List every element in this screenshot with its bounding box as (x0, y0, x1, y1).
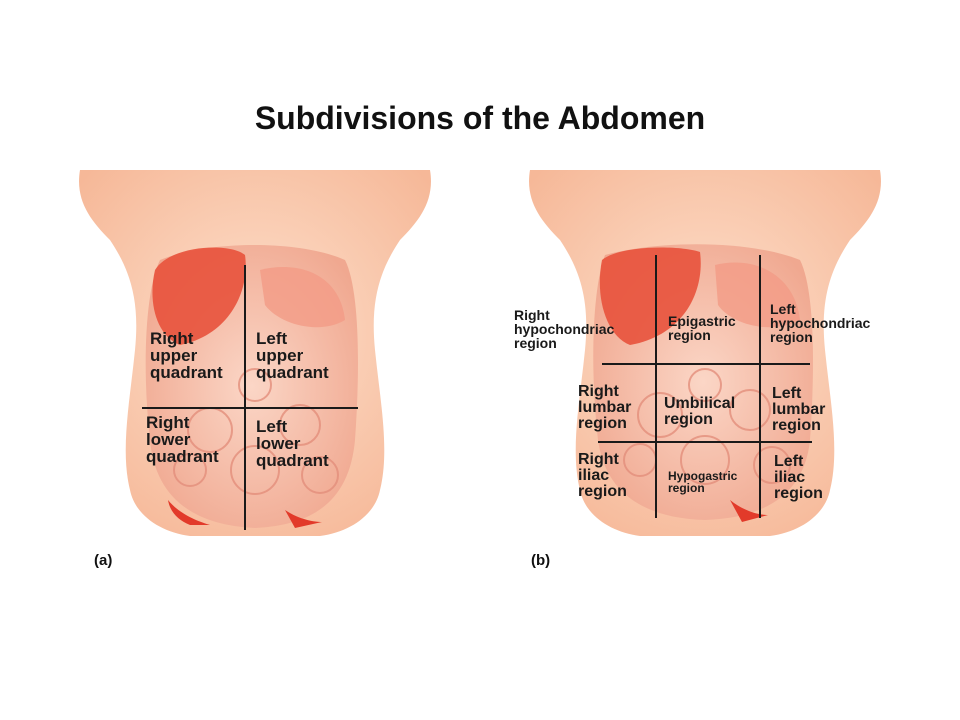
label-epigastric-region: Epigastric region (668, 313, 736, 343)
liver-shape (599, 247, 701, 345)
lower-red-accent-left (168, 500, 210, 525)
intestine-coils (173, 368, 339, 495)
label-left-upper-quadrant: Left upper quadrant (256, 329, 329, 382)
diagram-title: Subdivisions of the Abdomen (254, 100, 706, 136)
label-left-hypochondriac-region: Left hypochondriac region (770, 301, 871, 345)
torso-a-illustration (79, 170, 431, 536)
label-right-lumbar-region: Right lumbar region (578, 383, 632, 432)
panel-a-caption: (a) (94, 552, 113, 569)
panel-b-regions (510, 160, 900, 540)
lower-red-accent (730, 500, 768, 522)
label-umbilical-region: Umbilical region (664, 395, 736, 428)
panel-b-caption: (b) (531, 552, 551, 569)
liver-shape (152, 247, 246, 345)
torso-b-illustration (529, 170, 881, 536)
label-right-lower-quadrant: Right lower quadrant (146, 413, 219, 466)
label-left-iliac-region: Left iliac region (774, 453, 823, 502)
label-left-lumbar-region: Left lumbar region (772, 385, 826, 434)
lower-red-accent-right (285, 510, 322, 528)
stomach-shape (715, 262, 800, 328)
stomach-shape (260, 267, 345, 328)
label-right-iliac-region: Right iliac region (578, 451, 627, 500)
panel-a-quadrants (60, 160, 450, 540)
label-left-lower-quadrant: Left lower quadrant (256, 417, 329, 470)
label-right-upper-quadrant: Right upper quadrant (150, 329, 223, 382)
label-right-hypochondriac-region: Right hypochondriac region (514, 307, 615, 351)
label-hypogastric-region: Hypogastric region (668, 469, 738, 495)
